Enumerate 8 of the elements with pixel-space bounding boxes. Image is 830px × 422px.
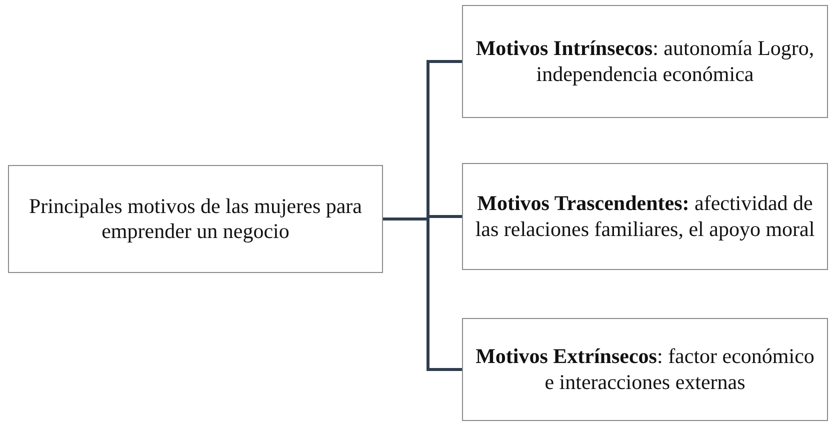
text-box (8, 165, 383, 273)
node-text: Principales motivos de las mujeres para emprender un negocio (28, 194, 363, 244)
node-text: Motivos Trascendentes: afectividad de las relaciones familiares, el apoyo moral (474, 191, 816, 242)
text-box (462, 318, 828, 421)
text-box (462, 163, 828, 270)
text-box (462, 5, 828, 118)
node-text: Motivos Intrínsecos: autonomía Logro, independencia económica (474, 36, 816, 87)
node-text: Motivos Extrínsecos: factor económico e interacciones externas (474, 344, 816, 395)
